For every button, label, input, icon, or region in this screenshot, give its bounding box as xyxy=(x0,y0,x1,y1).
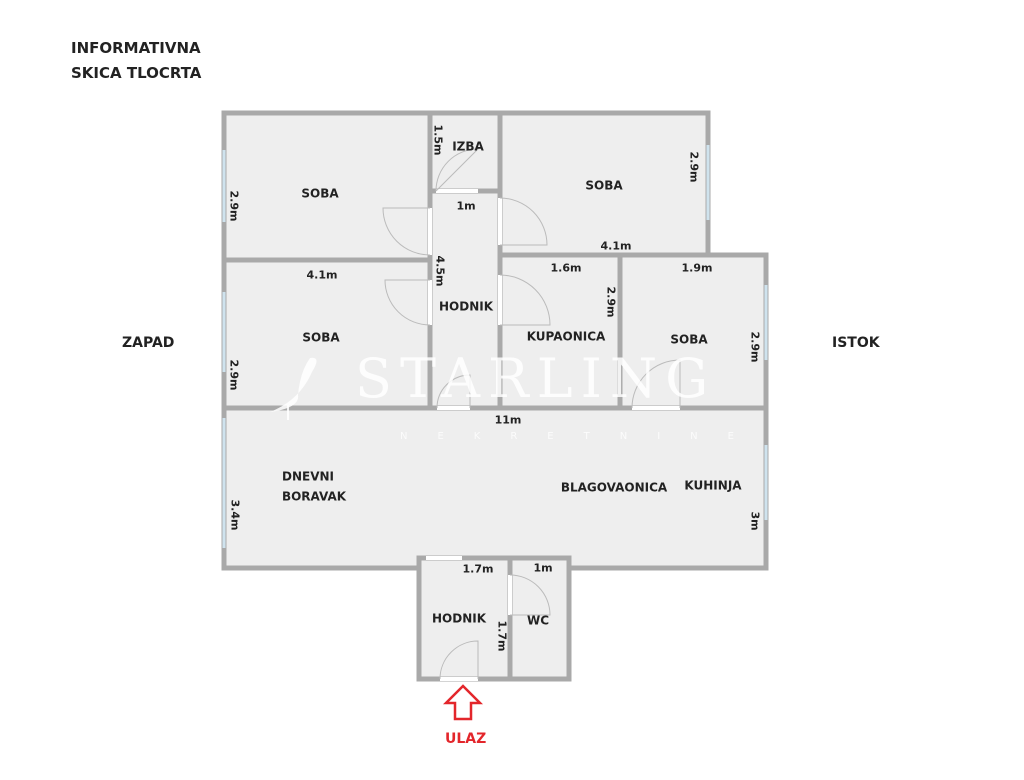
starling-bird-icon xyxy=(270,357,317,420)
dimension-label: 1.5m xyxy=(431,124,445,156)
title-line-1: INFORMATIVNA xyxy=(71,39,201,57)
room-label: BLAGOVAONICA xyxy=(560,480,668,495)
room-kupaonica xyxy=(497,252,623,411)
room-living xyxy=(221,405,769,571)
room-label: HODNIK xyxy=(431,611,487,626)
room-label: DNEVNI xyxy=(282,469,334,484)
windows xyxy=(222,145,768,548)
room-label: HODNIK xyxy=(438,299,494,314)
dimension-label: 4.1m xyxy=(600,239,632,253)
room-label: SOBA xyxy=(301,186,339,201)
plan-title: INFORMATIVNA SKICA TLOCRTA xyxy=(71,36,201,86)
title-line-2: SKICA TLOCRTA xyxy=(71,64,202,82)
direction-west: ZAPAD xyxy=(122,335,175,351)
room-soba-e xyxy=(617,252,769,411)
dimension-label: 2.9m xyxy=(748,331,762,363)
dimension-label: 3.4m xyxy=(228,499,242,531)
room-label: KUHINJA xyxy=(684,478,742,493)
entrance-label: ULAZ xyxy=(445,731,487,747)
dimension-label: 2.9m xyxy=(227,359,241,391)
dimension-label: 4.1m xyxy=(306,268,338,282)
watermark-sub: NEKRETNINE xyxy=(400,431,764,442)
room-label: SOBA xyxy=(585,178,623,193)
direction-east: ISTOK xyxy=(832,335,880,351)
dimension-label: 1.7m xyxy=(462,562,494,576)
room-label: KUPAONICA xyxy=(526,329,606,344)
dimension-label: 1m xyxy=(456,199,476,213)
room-label: BORAVAK xyxy=(281,489,347,504)
dimension-label: 2.9m xyxy=(687,151,701,183)
entrance-arrow-icon xyxy=(442,684,484,721)
dimension-label: 2.9m xyxy=(227,190,241,222)
dimension-label: 1.9m xyxy=(681,261,713,275)
dimension-label: 11m xyxy=(494,413,522,427)
dimension-label: 3m xyxy=(748,511,762,531)
dimension-label: 1.6m xyxy=(550,261,582,275)
dimension-label: 4.5m xyxy=(433,255,447,287)
room-label: IZBA xyxy=(452,139,484,154)
dimension-label: 2.9m xyxy=(604,286,618,318)
dimension-label: 1.7m xyxy=(495,620,509,652)
room-label: SOBA xyxy=(670,332,708,347)
watermark-brand: STARLING xyxy=(355,347,717,410)
room-izba xyxy=(427,110,503,194)
room-soba-ne xyxy=(497,110,711,258)
room-label: SOBA xyxy=(302,330,340,345)
door-swings xyxy=(382,148,681,680)
dimension-label: 1m xyxy=(533,561,553,575)
room-wc xyxy=(507,555,572,682)
room-hodnik xyxy=(427,188,503,411)
door-openings xyxy=(426,189,680,681)
room-label: WC xyxy=(526,613,550,628)
